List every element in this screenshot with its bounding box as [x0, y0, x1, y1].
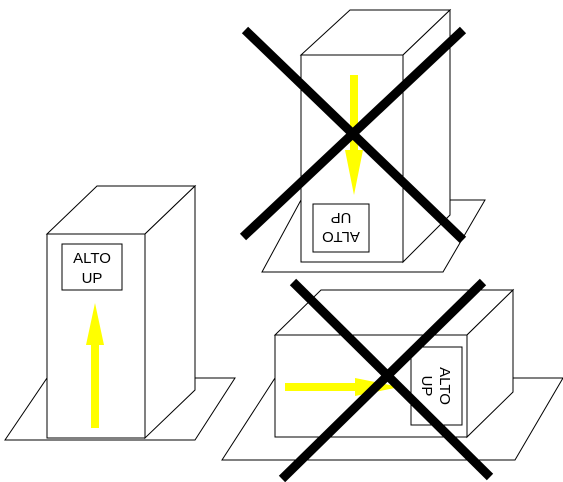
cross-out-stroke	[278, 278, 487, 482]
label-line-1: ALTO	[73, 250, 111, 267]
label-line-1: ALTO	[436, 367, 453, 405]
label-line-2: UP	[82, 270, 103, 287]
cross-out-stroke	[239, 26, 467, 241]
label-line-2: UP	[331, 209, 352, 226]
handling-label	[312, 203, 370, 253]
correct-upright-panel: ALTO UP	[4, 184, 236, 441]
label-line-2: UP	[418, 376, 435, 397]
wrong-on-side-panel: ALTO UP	[221, 278, 563, 482]
cross-out-stroke	[289, 278, 494, 481]
wrong-upside-down-panel: ALTO UP	[239, 8, 486, 273]
arrow-up	[86, 303, 104, 428]
label-line-1: ALTO	[322, 228, 360, 245]
handling-label	[61, 243, 123, 291]
